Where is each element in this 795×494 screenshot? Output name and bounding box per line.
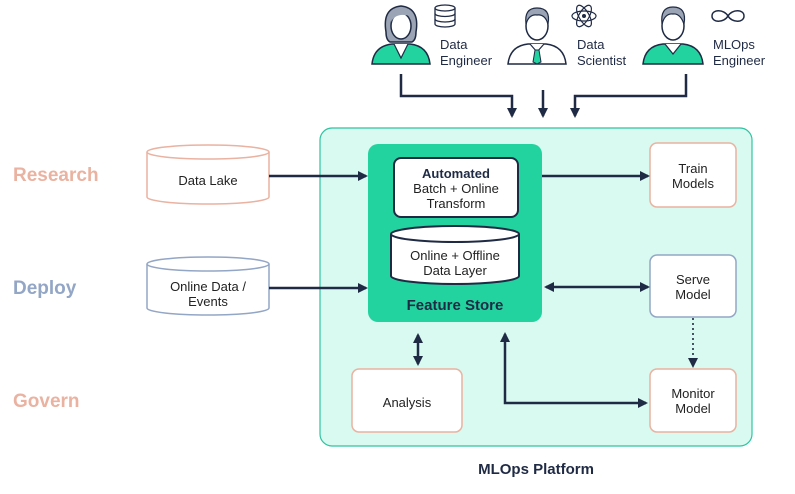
data-layer-label: Online + Offline Data Layer (410, 248, 500, 278)
lifecycle-research-label: Research (13, 165, 99, 186)
transform-label: Automated Batch + Online Transform (413, 166, 499, 211)
transform-box (393, 157, 519, 218)
data-lake-label: Data Lake (178, 173, 238, 188)
mlops-engineer-avatar-icon (642, 6, 704, 65)
train-models-label: Train Models (672, 161, 714, 191)
database-icon (434, 4, 456, 28)
arrow-data-engineer-down (399, 74, 517, 118)
monitor-model-box (649, 368, 737, 433)
online-data-cylinder (146, 256, 270, 316)
data-engineer-label: Data Engineer (440, 37, 493, 68)
lifecycle-govern-label: Govern (13, 391, 80, 412)
atom-icon (571, 4, 597, 28)
infinity-icon (711, 10, 745, 22)
online-data-label: Online Data / Events (170, 279, 246, 309)
data-scientist-avatar-icon (507, 7, 567, 65)
mlops-engineer-label: MLOps Engineer (713, 37, 766, 68)
data-scientist-label: Data Scientist (577, 37, 627, 68)
serve-model-box (649, 254, 737, 318)
train-models-box (649, 142, 737, 208)
serve-model-label: Serve Model (675, 272, 711, 302)
arrow-featurestore-monitor (500, 332, 648, 408)
data-layer-cylinder (390, 225, 520, 285)
platform-caption: MLOps Platform (478, 461, 594, 478)
analysis-label: Analysis (382, 395, 432, 410)
arrow-mlops-engineer-down (570, 74, 688, 118)
data-engineer-avatar-icon (371, 5, 431, 65)
lifecycle-deploy-label: Deploy (13, 278, 77, 299)
monitor-model-label: Monitor Model (671, 386, 715, 416)
data-lake-cylinder (146, 144, 270, 205)
analysis-box (351, 368, 463, 433)
feature-store-title: Feature Store (406, 297, 504, 314)
